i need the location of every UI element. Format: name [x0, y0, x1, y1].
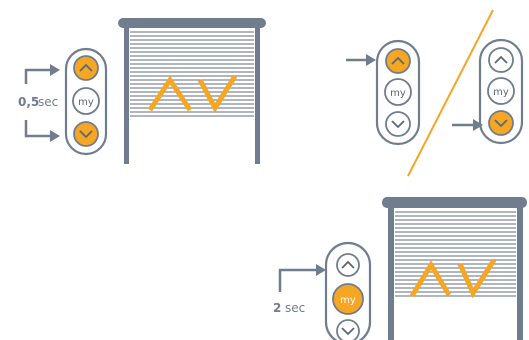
- my-button[interactable]: my: [73, 88, 99, 114]
- down-button-b[interactable]: [489, 111, 513, 135]
- up-down-motion-icon: [150, 76, 235, 110]
- step1-timing-unit: sec: [38, 95, 58, 109]
- up-button-b[interactable]: [489, 48, 513, 72]
- down-button[interactable]: [74, 122, 98, 146]
- my-button-b-label: my: [493, 87, 509, 98]
- arrow-head-down-press: [50, 130, 60, 142]
- my-button-3[interactable]: my: [333, 284, 363, 314]
- step3-timing-unit: sec: [285, 301, 305, 315]
- step3-timing-arrow: [280, 270, 318, 292]
- arrow-head-up-press: [50, 64, 60, 76]
- my-button-3-label: my: [340, 295, 356, 306]
- down-button-a[interactable]: [386, 112, 410, 136]
- shutter-1-slats: [130, 32, 254, 116]
- my-button-a[interactable]: my: [385, 79, 411, 105]
- my-button-a-label: my: [390, 88, 406, 99]
- up-button-a[interactable]: [386, 49, 410, 73]
- shutter-3: [382, 197, 527, 340]
- up-button[interactable]: [74, 56, 98, 80]
- step3-timing-value: 2: [273, 301, 281, 315]
- my-button-label: my: [78, 97, 94, 108]
- my-button-b[interactable]: my: [488, 78, 514, 104]
- step2-group: my my: [346, 10, 522, 176]
- down-button-3[interactable]: [337, 320, 359, 340]
- arrow-head-my-press: [316, 264, 326, 276]
- step1-timing-value: 0,5: [18, 95, 39, 109]
- up-button-3[interactable]: [337, 254, 359, 276]
- shutter-3-slats: [395, 212, 516, 296]
- shutter-1: [118, 18, 266, 164]
- arrow-head-a: [366, 54, 376, 66]
- step3-group: 2 sec my: [273, 197, 527, 340]
- step1-group: 0,5 sec my: [18, 18, 266, 164]
- up-down-motion-icon: [412, 260, 494, 296]
